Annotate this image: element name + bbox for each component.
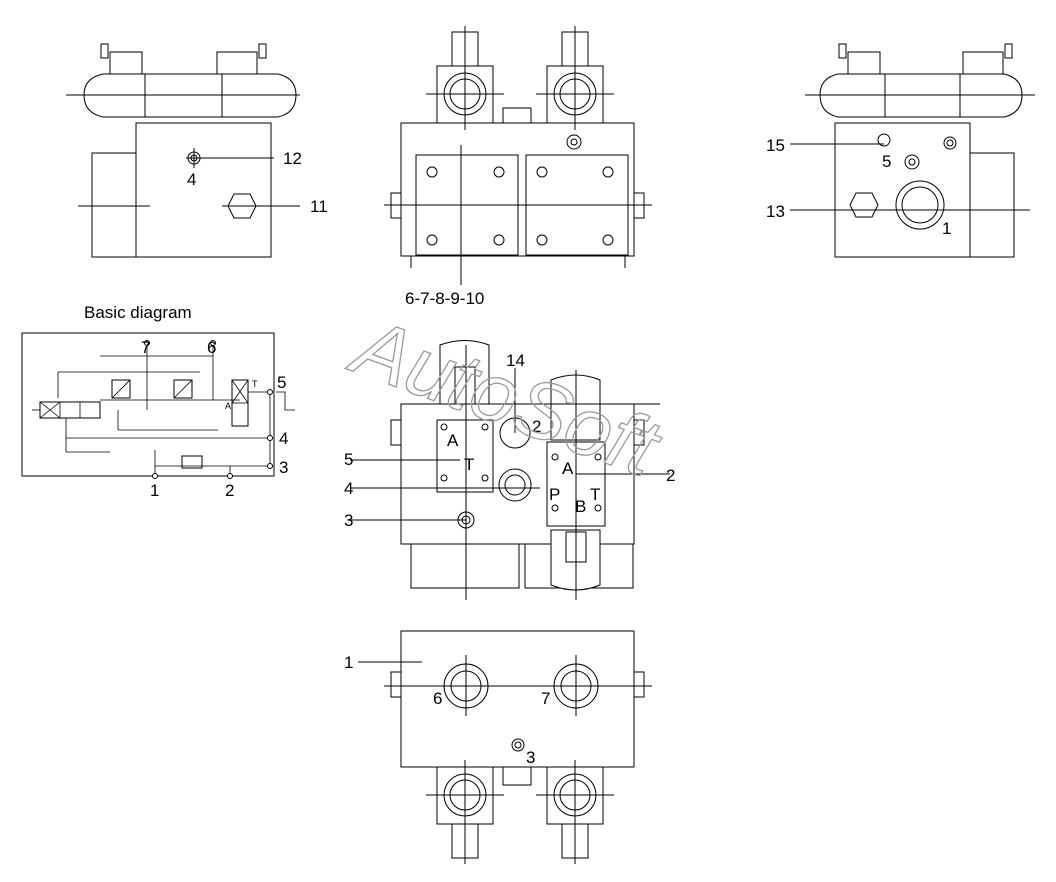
- label-13: 13: [766, 202, 785, 221]
- label-6-7-8-9-10: 6-7-8-9-10: [405, 289, 484, 308]
- bottom-view: 1 6 7 3: [344, 630, 652, 864]
- label-1: 1: [942, 219, 951, 238]
- label-14: 14: [506, 351, 525, 370]
- label-4: 4: [187, 170, 196, 189]
- label-2-upper: 2: [532, 417, 541, 436]
- label-3-front: 3: [344, 511, 353, 530]
- hydraulic-schematic: A T 7 6 5 4 3 1 2: [21, 332, 295, 500]
- front-view: 14 2 5 A T 4 3 A 2 P B T: [344, 340, 675, 600]
- label-b: B: [575, 497, 586, 516]
- label-a-left: A: [447, 431, 459, 450]
- label-3-bottom: 3: [526, 748, 535, 767]
- label-7-bottom: 7: [541, 689, 550, 708]
- port-a-label: A: [225, 401, 231, 411]
- label-2-right: 2: [666, 466, 675, 485]
- right-side-view: 15 5 13 1: [766, 43, 1035, 258]
- label-t-left: T: [464, 455, 474, 474]
- label-1-bottom: 1: [344, 653, 353, 672]
- top-view: 6-7-8-9-10: [384, 26, 652, 308]
- label-4-front: 4: [344, 479, 353, 498]
- schematic-label-5: 5: [277, 373, 286, 392]
- schematic-label-3: 3: [279, 458, 288, 477]
- label-6-bottom: 6: [433, 689, 442, 708]
- schematic-label-6: 6: [207, 338, 216, 357]
- label-15: 15: [766, 136, 785, 155]
- schematic-label-1: 1: [150, 481, 159, 500]
- left-side-view: 12 4 11: [66, 43, 328, 258]
- watermark: AutoSoft: [338, 299, 672, 495]
- schematic-label-2: 2: [225, 481, 234, 500]
- schematic-label-4: 4: [279, 429, 288, 448]
- label-5: 5: [882, 152, 891, 171]
- label-11: 11: [310, 197, 328, 216]
- schematic-label-7: 7: [141, 338, 150, 357]
- basic-diagram-title: Basic diagram: [84, 303, 192, 322]
- label-t-right: T: [590, 485, 600, 504]
- label-a-right: A: [562, 459, 574, 478]
- label-12: 12: [283, 149, 302, 168]
- label-p: P: [549, 485, 560, 504]
- port-t-label: T: [252, 379, 258, 389]
- label-5-front: 5: [344, 450, 353, 469]
